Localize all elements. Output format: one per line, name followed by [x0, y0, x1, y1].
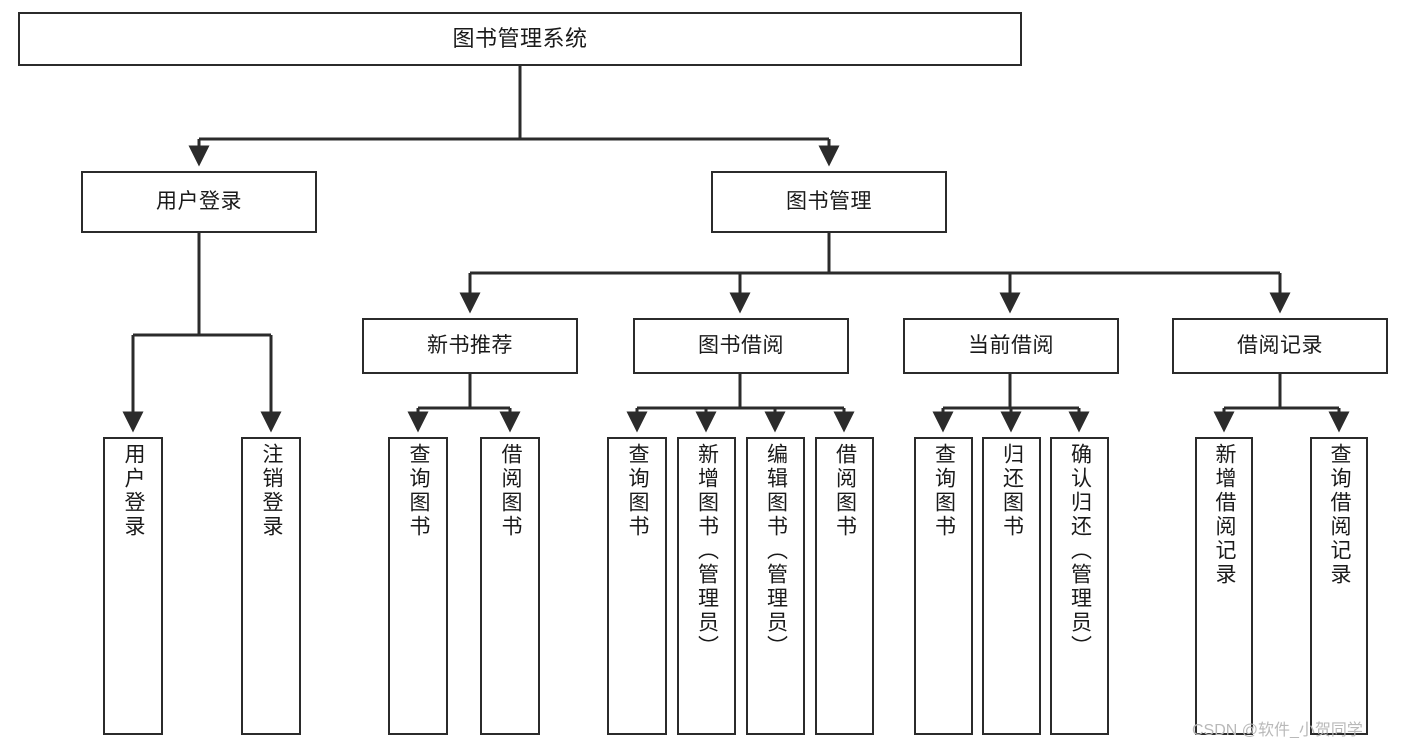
node-label: 查询图书 [407, 443, 431, 539]
node-label: 确认归还（管理员） [1068, 443, 1092, 659]
node-leaf-user-login[interactable]: 用户登录 [103, 437, 163, 735]
node-label: 查询图书 [626, 443, 650, 539]
node-label: 用户登录 [156, 189, 242, 213]
node-leaf-query-borrow-record[interactable]: 查询借阅记录 [1310, 437, 1368, 735]
node-label: 图书管理 [786, 189, 872, 213]
node-leaf-add-book[interactable]: 新增图书（管理员） [677, 437, 736, 735]
node-leaf-borrow-book-recommend[interactable]: 借阅图书 [480, 437, 540, 735]
node-leaf-confirm-return[interactable]: 确认归还（管理员） [1050, 437, 1109, 735]
node-leaf-return-book[interactable]: 归还图书 [982, 437, 1041, 735]
node-label: 图书借阅 [698, 333, 784, 357]
node-leaf-logout-login[interactable]: 注销登录 [241, 437, 301, 735]
node-label: 查询图书 [932, 443, 956, 539]
node-label: 新增图书（管理员） [695, 443, 719, 659]
node-label: 借阅图书 [833, 443, 857, 539]
node-new-book-recommend[interactable]: 新书推荐 [362, 318, 578, 374]
node-label: 图书管理系统 [452, 26, 588, 52]
node-current-borrow[interactable]: 当前借阅 [903, 318, 1119, 374]
node-leaf-query-book-borrow[interactable]: 查询图书 [607, 437, 667, 735]
node-user-login[interactable]: 用户登录 [81, 171, 317, 233]
node-leaf-borrow-book[interactable]: 借阅图书 [815, 437, 874, 735]
node-leaf-query-book-recommend[interactable]: 查询图书 [388, 437, 448, 735]
node-label: 新书推荐 [427, 333, 513, 357]
node-root-system[interactable]: 图书管理系统 [18, 12, 1022, 66]
node-label: 编辑图书（管理员） [764, 443, 788, 659]
node-label: 用户登录 [122, 443, 146, 539]
node-label: 当前借阅 [968, 333, 1054, 357]
node-book-manage[interactable]: 图书管理 [711, 171, 947, 233]
node-borrow-record[interactable]: 借阅记录 [1172, 318, 1388, 374]
node-leaf-edit-book[interactable]: 编辑图书（管理员） [746, 437, 805, 735]
node-leaf-add-borrow-record[interactable]: 新增借阅记录 [1195, 437, 1253, 735]
node-label: 归还图书 [1000, 443, 1024, 539]
node-book-borrow[interactable]: 图书借阅 [633, 318, 849, 374]
watermark-text: CSDN @软件_小贺同学 [1192, 722, 1363, 739]
node-label: 查询借阅记录 [1328, 443, 1352, 587]
node-label: 新增借阅记录 [1213, 443, 1237, 587]
node-label: 注销登录 [260, 443, 284, 539]
node-leaf-query-book-current[interactable]: 查询图书 [914, 437, 973, 735]
node-label: 借阅图书 [499, 443, 523, 539]
node-label: 借阅记录 [1237, 333, 1323, 357]
